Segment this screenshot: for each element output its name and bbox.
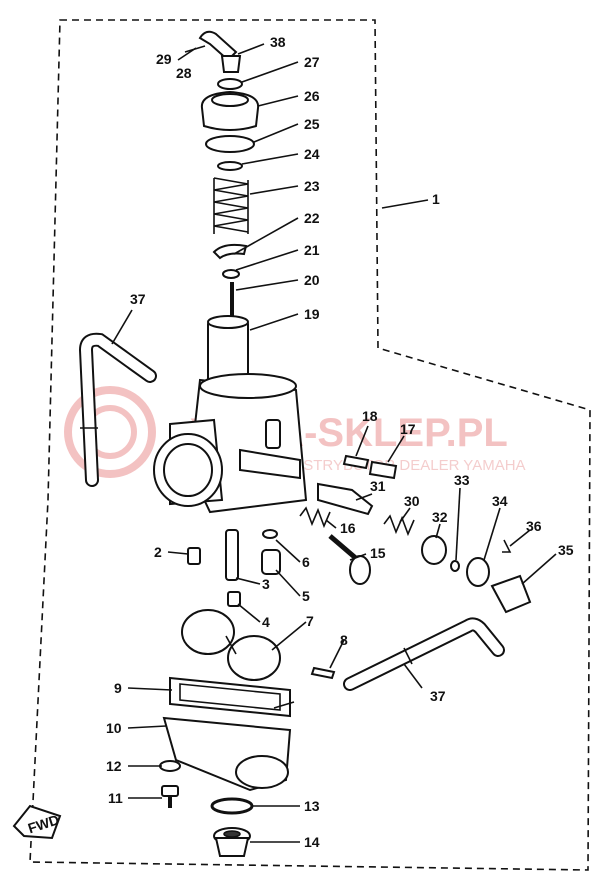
label-28: 28	[176, 65, 192, 81]
label-21: 21	[304, 242, 320, 258]
label-37-upper: 37	[130, 291, 146, 307]
label-33: 33	[454, 472, 470, 488]
starter-spring	[299, 506, 331, 529]
label-10: 10	[106, 720, 122, 736]
label-34: 34	[492, 493, 508, 509]
label-15: 15	[370, 545, 386, 561]
spring-seat	[217, 161, 243, 171]
o-ring	[210, 797, 254, 815]
cable-clip	[502, 539, 512, 553]
label-1: 1	[432, 191, 440, 207]
plunger-nut	[421, 535, 447, 565]
label-25: 25	[304, 116, 320, 132]
label-30: 30	[404, 493, 420, 509]
label-27: 27	[304, 54, 320, 70]
label-23: 23	[304, 178, 320, 194]
float-pin	[310, 666, 336, 680]
label-13: 13	[304, 798, 320, 814]
drain-washer	[159, 760, 181, 772]
pilot-air-screw	[342, 454, 370, 470]
plunger-boot	[490, 574, 532, 614]
watermark-logo	[64, 386, 156, 478]
label-20: 20	[304, 272, 320, 288]
mixing-chamber-cap	[200, 90, 260, 131]
float-chamber	[162, 716, 292, 792]
label-18: 18	[362, 408, 378, 424]
label-24: 24	[304, 146, 320, 162]
label-35: 35	[558, 542, 574, 558]
pilot-screw	[187, 547, 201, 565]
label-8: 8	[340, 632, 348, 648]
label-5: 5	[302, 588, 310, 604]
label-16: 16	[340, 520, 356, 536]
label-36: 36	[526, 518, 542, 534]
label-37-lower: 37	[430, 688, 446, 704]
label-7: 7	[306, 613, 314, 629]
label-31: 31	[370, 478, 386, 494]
label-17: 17	[400, 421, 416, 437]
label-19: 19	[304, 306, 320, 322]
label-14: 14	[304, 834, 320, 850]
label-26: 26	[304, 88, 320, 104]
plunger-cap	[466, 557, 490, 587]
needle-jet	[225, 529, 239, 581]
label-12: 12	[106, 758, 122, 774]
fwd-arrow: FWD	[12, 804, 62, 840]
cap-gasket	[205, 135, 255, 153]
nut	[217, 78, 243, 90]
main-jet	[227, 591, 241, 607]
float-assembly	[181, 609, 281, 681]
label-22: 22	[304, 210, 320, 226]
throttle-cable-elbow	[184, 30, 242, 73]
small-washer	[450, 560, 460, 572]
label-29: 29	[156, 51, 172, 67]
drain-plug	[213, 827, 251, 857]
leader-lines	[111, 43, 557, 843]
label-2: 2	[154, 544, 162, 560]
float-valve-seat	[261, 549, 281, 575]
needle-e-clip	[222, 269, 240, 279]
float-chamber-gasket	[169, 676, 291, 718]
plunger-spring	[383, 514, 415, 537]
throttle-valve-spring	[213, 176, 249, 236]
needle-clip-plate	[212, 243, 248, 260]
label-32: 32	[432, 509, 448, 525]
carburetor-body	[153, 373, 308, 514]
label-11: 11	[108, 790, 123, 806]
throttle-stop-screw	[368, 460, 398, 480]
label-9: 9	[114, 680, 122, 696]
chamber-screw	[161, 785, 179, 808]
starter-plunger-assy	[328, 534, 371, 585]
starter-plunger	[317, 482, 374, 516]
valve-washer	[262, 529, 278, 539]
label-3: 3	[262, 576, 270, 592]
label-4: 4	[262, 614, 270, 630]
assembly-outline	[29, 19, 591, 871]
part-labels: 1 2 3 4 5 6 7 8 9 10 11 12 13 14 15 16 1…	[106, 34, 574, 850]
label-6: 6	[302, 554, 310, 570]
label-38: 38	[270, 34, 286, 50]
